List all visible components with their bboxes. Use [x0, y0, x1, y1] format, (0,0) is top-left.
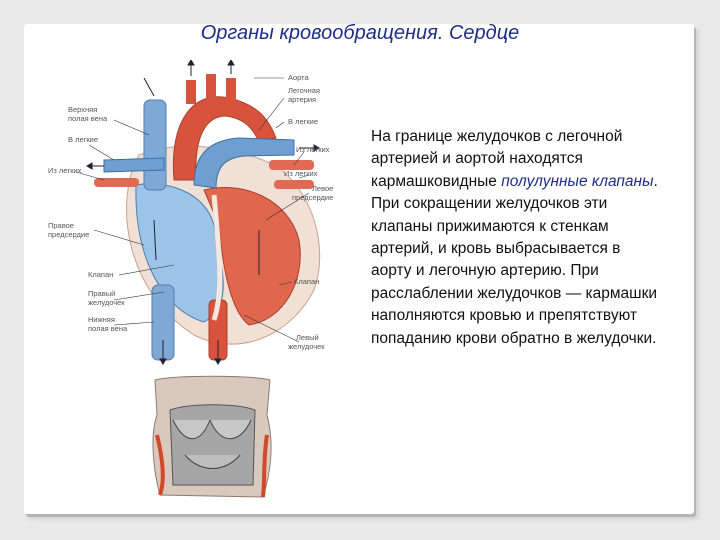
label-lower-vena-2: полая вена: [88, 324, 128, 333]
heart-diagram: Аорта Легочная артерия Верхняя полая вен…: [48, 60, 333, 365]
label-from-lungs-right: Из легких: [296, 145, 330, 154]
valve-red-edge-right: [261, 434, 269, 498]
label-valve-right: Клапан: [294, 277, 319, 286]
left-ventricle-shape: [203, 186, 301, 326]
label-aorta: Аорта: [288, 73, 310, 82]
valve-inner-wall: [169, 404, 256, 486]
label-left-ventricle-1: Левый: [296, 333, 319, 342]
aorta-branch-2: [206, 74, 216, 100]
label-right-ventricle-2: желудочек: [88, 298, 125, 307]
slide-card: [24, 24, 694, 514]
right-ventricle-shape: [135, 183, 224, 323]
label-right-atrium-2: предсердие: [48, 230, 89, 239]
label-valve-left: Клапан: [88, 270, 113, 279]
label-right-atrium-1: Правое: [48, 221, 74, 230]
label-left-ventricle-2: желудочек: [288, 342, 325, 351]
valve-cusp-3: [184, 454, 241, 469]
label-left-atrium-1: Левое: [312, 184, 333, 193]
label-upper-vena-1: Верхняя: [68, 105, 97, 114]
label-right-ventricle-1: Правый: [88, 289, 115, 298]
pulmonary-vein-right: [269, 160, 314, 170]
pulmonary-artery-left: [103, 157, 165, 173]
label-lungs-left: В легкие: [68, 135, 98, 144]
label-pulm-artery-1: Легочная: [288, 86, 320, 95]
valve-cusp-1: [172, 419, 211, 440]
label-upper-vena-2: полая вена: [68, 114, 108, 123]
valve-red-edge-left: [155, 434, 165, 496]
body-paragraph: На границе желудочков с легочной артерие…: [371, 126, 661, 350]
upper-vena-cava: [143, 99, 167, 191]
label-from-lungs-left: Из легких: [48, 166, 82, 175]
valve-cusp-2: [209, 419, 252, 440]
arrow-inside-1: [153, 219, 157, 261]
label-left-atrium-2: предсердие: [292, 193, 333, 202]
label-from-lungs-right-2: Из легких: [284, 169, 318, 178]
valve-illustration: [152, 375, 272, 498]
paragraph-after: . При сокращении желудочков эти клапаны …: [371, 172, 658, 347]
pulmonary-vein-right-2: [274, 180, 314, 189]
septum: [211, 194, 223, 321]
paragraph-before: На границе желудочков с легочной артерие…: [371, 128, 623, 190]
pulmonary-vein-left: [94, 178, 139, 187]
paragraph-highlight: полулунные клапаны: [501, 172, 654, 190]
label-pulm-artery-2: артерия: [288, 95, 316, 104]
aorta-shape: [172, 96, 277, 181]
slide-title: Органы кровообращения. Сердце: [200, 22, 520, 44]
arrow-up-left: [143, 77, 155, 97]
aorta-branch-3: [226, 78, 236, 102]
aorta-branch-1: [186, 80, 196, 104]
pulmonary-artery-shape: [193, 137, 295, 189]
label-lower-vena-1: Нижняя: [88, 315, 115, 324]
label-lungs-right: В легкие: [288, 117, 318, 126]
